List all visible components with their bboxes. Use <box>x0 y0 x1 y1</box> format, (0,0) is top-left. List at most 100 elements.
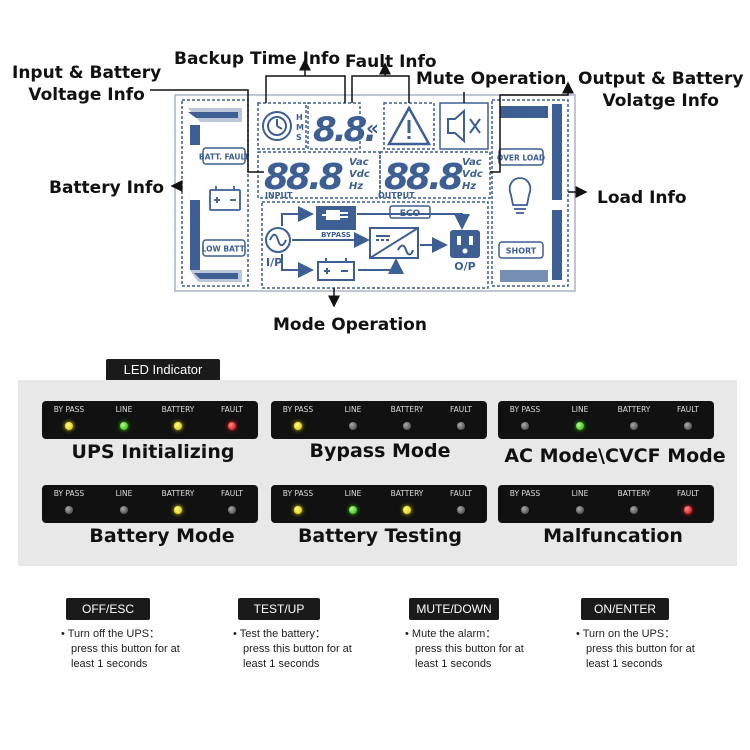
lcd-short: SHORT <box>506 247 537 256</box>
led-label: BATTERY <box>161 489 195 498</box>
led-light <box>630 422 638 430</box>
button-description-line: least 1 seconds <box>586 658 663 670</box>
led-mode-title: AC Mode\CVCF Mode <box>504 445 726 467</box>
left-battery-bars <box>188 108 242 282</box>
lcd-frame <box>174 94 576 292</box>
led-mode-title: Bypass Mode <box>309 440 451 462</box>
led-light <box>576 422 584 430</box>
lcd-arrows: « <box>366 116 379 140</box>
button-description-line: • Turn off the UPS： <box>61 628 161 640</box>
led-label: FAULT <box>221 405 243 414</box>
button-description-line: least 1 seconds <box>71 658 148 670</box>
led-light <box>403 506 411 514</box>
led-light <box>457 506 465 514</box>
led-label: FAULT <box>677 405 699 414</box>
lcd-eco-label: ECO <box>400 209 421 219</box>
mode-operation-region <box>261 201 489 289</box>
led-light <box>457 422 465 430</box>
led-label: BY PASS <box>282 405 314 414</box>
callout-input-battery-voltage: Input & Battery Voltage Info <box>12 63 162 105</box>
led-mode-title: Battery Testing <box>297 525 463 547</box>
button-description-line: • Mute the alarm： <box>405 628 497 640</box>
led-label: FAULT <box>450 489 472 498</box>
led-light <box>228 422 236 430</box>
lcd-output-label: OUTPUT <box>378 191 415 200</box>
led-light <box>294 422 302 430</box>
led-label: FAULT <box>221 489 243 498</box>
lcd-output-unit-vdc: Vdc <box>462 169 483 180</box>
button-description-line: • Test the battery： <box>233 628 326 640</box>
lcd-diagram: BATT. FAULT LOW BATT. OVER LOAD SHORT H … <box>150 58 588 308</box>
led-label: LINE <box>571 405 589 414</box>
load-icon <box>508 177 532 214</box>
lcd-time-digits: 8.8. <box>313 110 374 150</box>
led-light <box>228 506 236 514</box>
lcd-hms-h: H <box>296 113 303 122</box>
button-description-line: least 1 seconds <box>415 658 492 670</box>
led-light <box>120 422 128 430</box>
led-light <box>630 506 638 514</box>
led-light <box>684 506 692 514</box>
led-mode-title: Battery Mode <box>89 525 235 547</box>
led-label: LINE <box>115 489 133 498</box>
led-label: LINE <box>344 405 362 414</box>
mute-speaker-icon <box>447 108 481 144</box>
right-load-bars <box>500 104 562 282</box>
led-light <box>349 422 357 430</box>
led-mode-title: UPS Initializing <box>71 441 235 463</box>
led-light <box>403 422 411 430</box>
fault-warning-icon <box>386 105 432 146</box>
led-label: FAULT <box>677 489 699 498</box>
led-light <box>521 506 529 514</box>
button-label: ON/ENTER <box>581 598 669 620</box>
button-label: TEST/UP <box>238 598 320 620</box>
led-label: LINE <box>115 405 133 414</box>
led-light <box>521 422 529 430</box>
button-label: MUTE/DOWN <box>409 598 499 620</box>
lcd-ip-label: I/P <box>266 256 282 269</box>
lcd-op-label: O/P <box>454 260 475 273</box>
button-description-line: press this button for at <box>586 643 695 655</box>
led-light <box>65 422 73 430</box>
led-label: BATTERY <box>390 489 424 498</box>
led-label: LINE <box>571 489 589 498</box>
lcd-input-digits: 88.8 <box>264 157 343 198</box>
battery-icon <box>209 186 241 211</box>
led-indicator-tag: LED Indicator <box>106 359 220 381</box>
callout-mute-operation: Mute Operation <box>416 69 567 89</box>
clock-icon <box>262 111 292 141</box>
mode-battery-icon <box>317 258 355 281</box>
led-label: BY PASS <box>282 489 314 498</box>
lcd-hms-m: M <box>296 123 304 132</box>
lcd-input-unit-hz: Hz <box>349 181 363 192</box>
led-panel: BY PASS LINE BATTERY FAULT <box>271 485 487 523</box>
button-description: • Turn off the UPS：press this button for… <box>61 627 211 672</box>
button-description-line: least 1 seconds <box>243 658 320 670</box>
led-label: BY PASS <box>53 405 85 414</box>
lcd-input-unit-vdc: Vdc <box>349 169 370 180</box>
button-label: OFF/ESC <box>66 598 150 620</box>
lcd-bypass-label: BYPASS <box>321 231 351 239</box>
bypass-plug-icon <box>316 206 356 230</box>
button-description: • Mute the alarm：press this button for a… <box>405 627 555 672</box>
button-description-line: press this button for at <box>243 643 352 655</box>
button-description-line: • Turn on the UPS： <box>576 628 676 640</box>
lcd-input-label: INPUT <box>265 191 293 200</box>
callout-backup-time: Backup Time Info <box>174 49 341 69</box>
led-light <box>65 506 73 514</box>
callout-output-battery-voltage: Output & Battery Volatge Info <box>578 69 744 111</box>
inverter-icon <box>369 227 419 259</box>
led-light <box>294 506 302 514</box>
lcd-right-column <box>491 99 569 287</box>
lcd-batt-fault: BATT. FAULT <box>199 153 250 162</box>
lcd-low-batt: LOW BATT. <box>202 245 247 254</box>
led-light <box>174 506 182 514</box>
lcd-over-load: OVER LOAD <box>497 154 545 163</box>
ac-input-icon <box>265 227 291 253</box>
led-label: LINE <box>344 489 362 498</box>
